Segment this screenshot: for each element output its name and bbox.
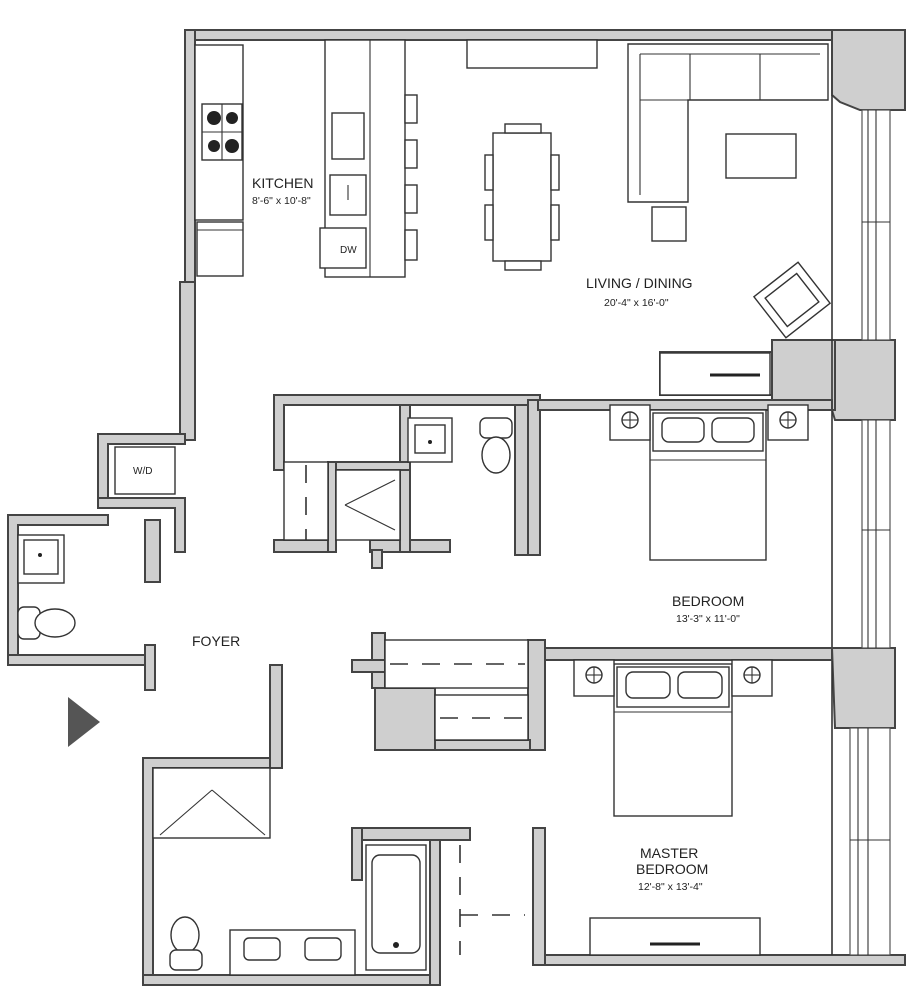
living-dining-furniture: LIVING / DINING 20'-4" x 16'-0" [466, 39, 832, 396]
master-bedroom-size: 12'-8" x 13'-4" [638, 881, 703, 893]
dishwasher-label: DW [340, 245, 357, 256]
kitchen-size: 8'-6" x 10'-8" [252, 195, 311, 207]
master-bedroom-furniture: MASTER BEDROOM 12'-8" x 13'-4" [459, 659, 773, 956]
outer-walls [7, 29, 906, 986]
bathtub-icon [365, 844, 427, 971]
washer-dryer-label: W/D [133, 466, 152, 477]
washer-dryer: W/D [114, 446, 176, 495]
closets [384, 639, 529, 741]
entry-arrow-icon [68, 697, 100, 747]
toilet-icon [17, 606, 76, 640]
master-bedroom-label-line2: BEDROOM [636, 861, 708, 877]
kitchen-sink-icon [329, 174, 367, 216]
master-bath-fixtures [152, 767, 427, 976]
kitchen-fixtures: DW KITCHEN 8'-6" x 10'-8" [194, 39, 418, 278]
bedroom-label: BEDROOM [672, 593, 744, 609]
bedroom-furniture: BEDROOM 13'-3" x 11'-0" [609, 404, 809, 625]
foyer-label: FOYER [192, 633, 240, 649]
sink-icon [17, 534, 65, 584]
powder-room-fixtures [17, 534, 76, 640]
kitchen-label: KITCHEN [252, 175, 313, 191]
master-bedroom-label-line1: MASTER [640, 845, 698, 861]
hall-bath-fixtures [283, 417, 513, 541]
sink-icon [407, 417, 453, 463]
living-dining-label: LIVING / DINING [586, 275, 693, 291]
toilet-icon [479, 417, 513, 474]
living-dining-size: 20'-4" x 16'-0" [604, 297, 669, 309]
cooktop-icon [201, 103, 243, 161]
toilet-icon [169, 916, 203, 971]
bedroom-size: 13'-3" x 11'-0" [676, 613, 740, 625]
